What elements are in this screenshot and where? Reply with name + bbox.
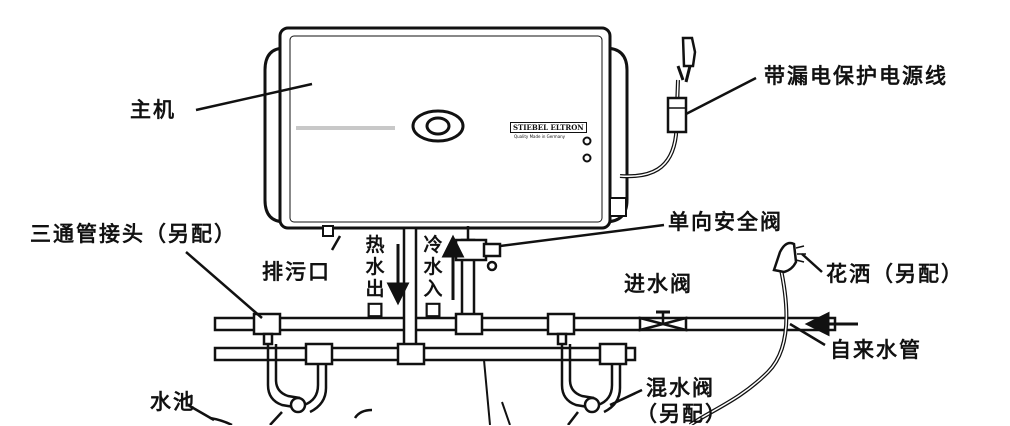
brand-tagline: Quality Made in Germany bbox=[514, 134, 566, 139]
label-shower: 花洒（另配） bbox=[826, 262, 964, 286]
label-mixing-valve: 混水阀 bbox=[646, 376, 715, 400]
thermostat-dial-icon bbox=[411, 109, 465, 143]
floor-lines bbox=[483, 359, 511, 425]
tap-water-arrow bbox=[804, 311, 858, 337]
shower-hose bbox=[688, 264, 789, 425]
terminal-box bbox=[609, 197, 627, 217]
label-hot-water-outlet: 热水出口 bbox=[365, 234, 385, 322]
label-drain-outlet: 排污口 bbox=[262, 260, 331, 284]
label-sink: 水池 bbox=[150, 390, 196, 414]
label-mixing-valve-note: （另配） bbox=[636, 402, 728, 426]
drain-outlet bbox=[322, 225, 334, 237]
label-inlet-valve: 进水阀 bbox=[624, 272, 693, 296]
pipes bbox=[213, 226, 837, 362]
label-check-valve: 单向安全阀 bbox=[668, 210, 783, 234]
label-tap-water-pipe: 自来水管 bbox=[830, 338, 922, 362]
check-valve bbox=[454, 226, 502, 272]
brand-logo: STIEBEL ELTRON bbox=[510, 122, 587, 133]
label-main-unit: 主机 bbox=[130, 98, 176, 122]
indicator-lights bbox=[582, 136, 592, 163]
tee-joints bbox=[252, 312, 628, 366]
label-power-cord: 带漏电保护电源线 bbox=[764, 64, 948, 88]
leader-lines bbox=[185, 76, 826, 422]
label-tee-joint: 三通管接头（另配） bbox=[30, 222, 237, 246]
label-cold-water-inlet: 冷水入口 bbox=[423, 234, 443, 322]
power-cord bbox=[619, 36, 697, 179]
flow-arrows bbox=[386, 234, 465, 306]
left-mixer-faucet bbox=[209, 344, 373, 425]
inlet-valve bbox=[638, 310, 688, 332]
shower-head-icon bbox=[772, 241, 806, 274]
